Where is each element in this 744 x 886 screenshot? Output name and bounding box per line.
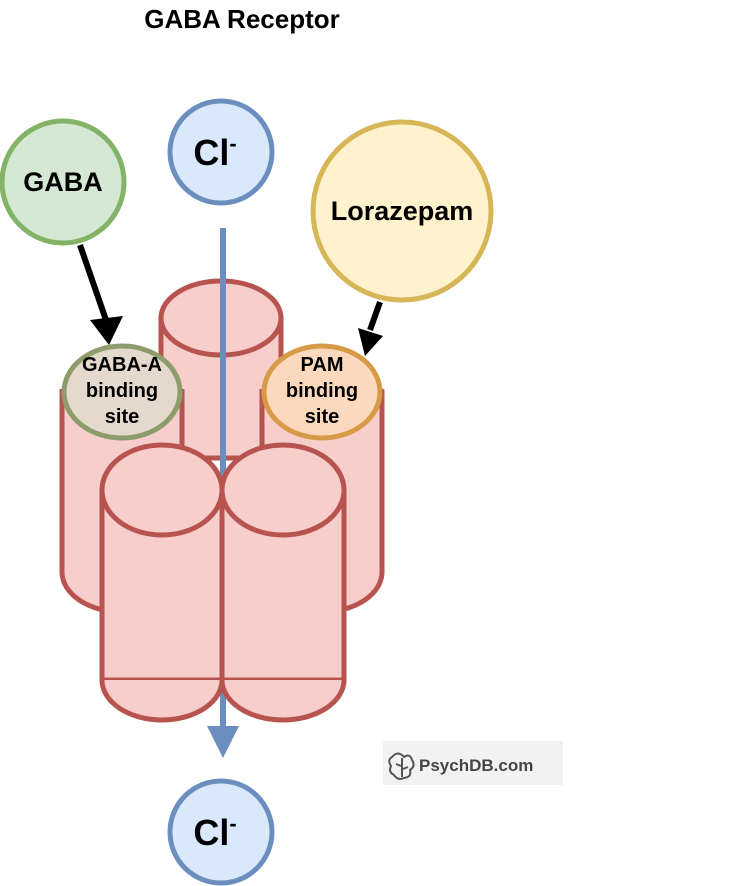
gaba-a-binding-site: GABA-A binding site (61, 343, 183, 441)
chloride-ion-top: Cl- (167, 98, 275, 206)
lorazepam-arrow (367, 300, 383, 332)
watermark-text: PsychDB.com (419, 756, 533, 775)
chloride-ion-bottom: Cl- (167, 778, 275, 886)
gaba-ligand: GABA (0, 118, 127, 246)
pam-binding-site: PAM binding site (261, 343, 383, 441)
gaba-label: GABA (23, 167, 103, 197)
chloride-top-symbol: Cl (193, 132, 229, 173)
lorazepam-ligand: Lorazepam (310, 119, 494, 303)
pam-site-line3: site (305, 406, 339, 428)
gaba-arrow (77, 244, 109, 321)
watermark: PsychDB.com (383, 741, 563, 785)
gaba-arrow-head (90, 316, 123, 345)
pam-site-line1: PAM (301, 354, 344, 376)
chloride-bottom-symbol: Cl (193, 812, 229, 853)
chloride-bottom-charge: - (229, 811, 236, 836)
gaba-site-line1: GABA-A (82, 354, 162, 376)
chloride-top-charge: - (229, 131, 236, 156)
gaba-site-line3: site (105, 406, 139, 428)
brain-icon (388, 752, 415, 780)
front-left-subunit (99, 442, 225, 723)
pam-site-line2: binding (286, 380, 358, 402)
lorazepam-label: Lorazepam (331, 196, 474, 226)
svg-text:Cl-: Cl- (193, 811, 236, 853)
lorazepam-arrow-head (358, 328, 383, 356)
svg-text:Cl-: Cl- (193, 131, 236, 173)
diagram-title: GABA Receptor (144, 4, 340, 34)
gaba-site-line2: binding (86, 380, 158, 402)
front-right-subunit (219, 442, 347, 723)
